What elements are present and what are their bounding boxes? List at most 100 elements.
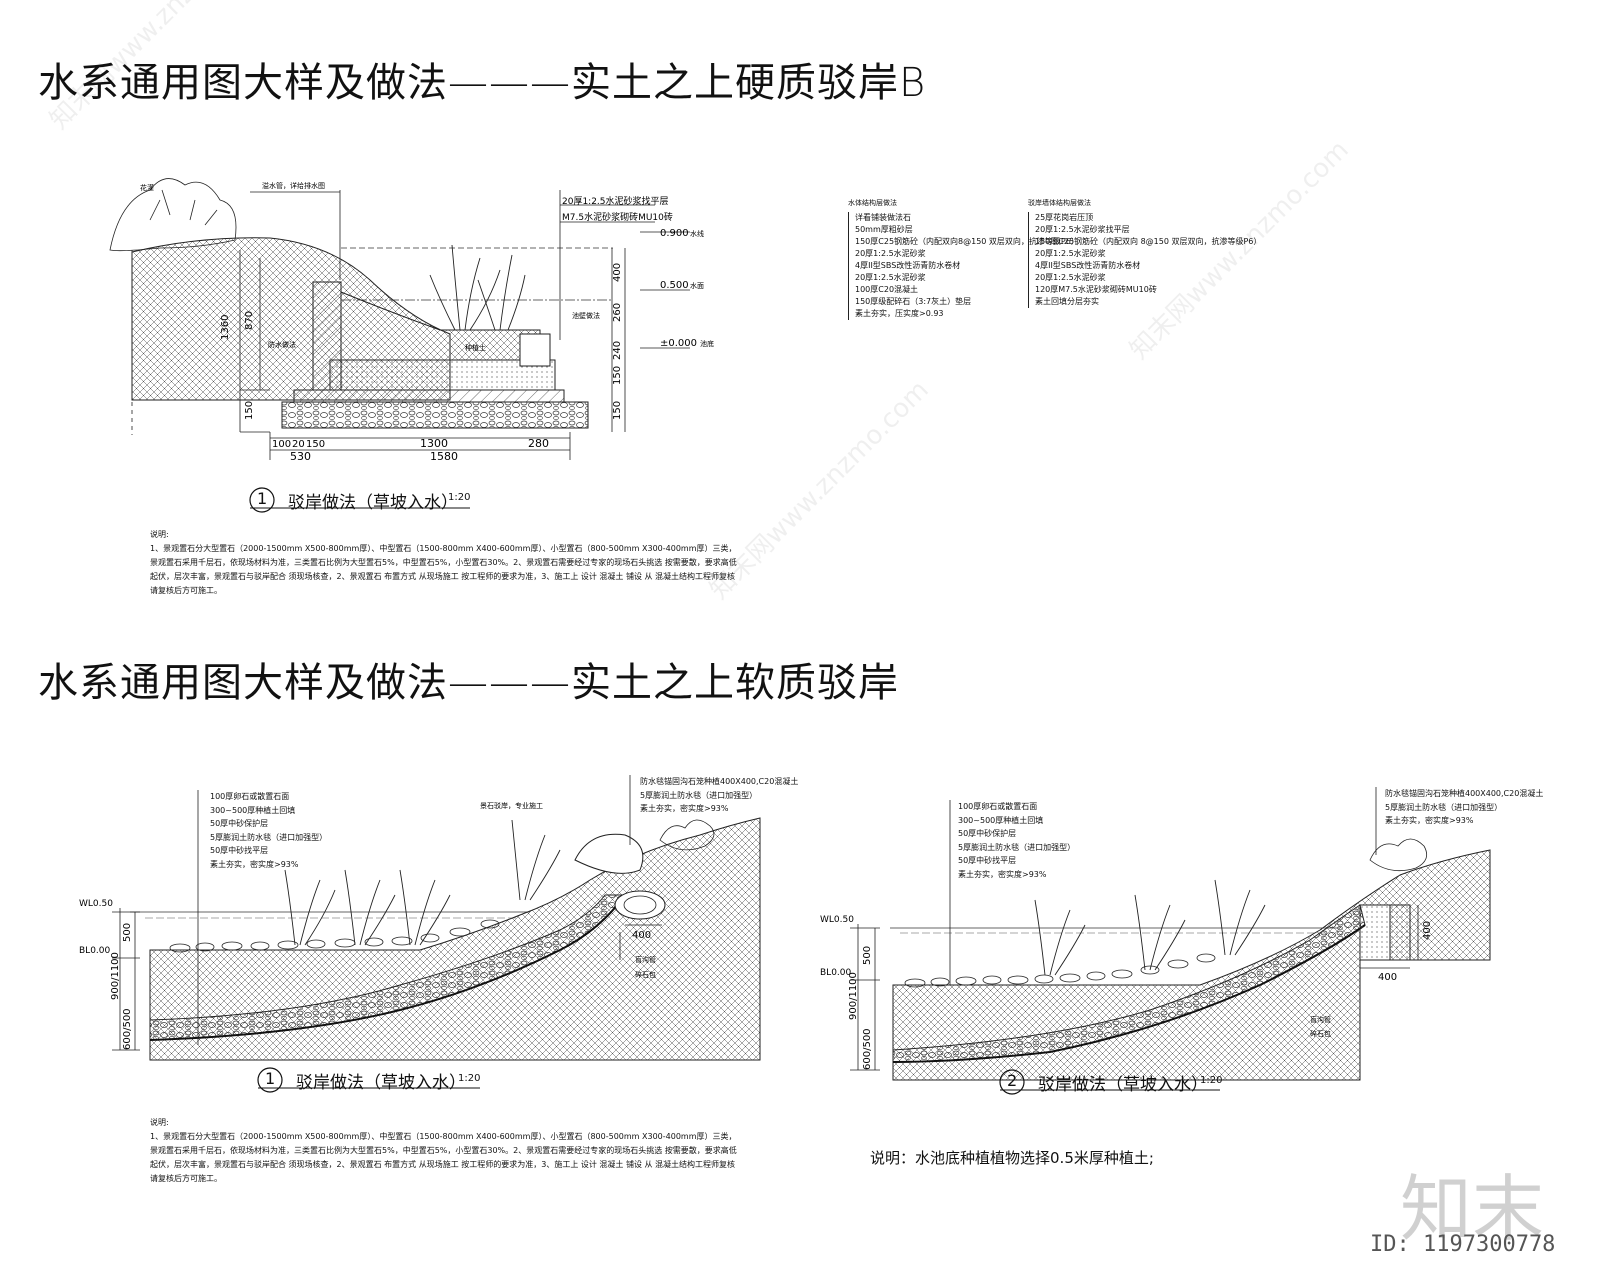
b-caption1-num: 1 [265,1069,276,1088]
b-dim-900: 900/1100 [110,952,121,1000]
b2-pipe-label-1: 盲沟管 [1310,1015,1331,1024]
a-right-dim-2: 260 [612,303,623,322]
a-legend-left-item: 4厚II型SBS改性沥青防水卷材 [855,261,961,270]
a-bot-sum-2: 1580 [430,450,458,463]
b-layers-right: 防水毯锚固沟石笼种植400X400,C20混凝土 5厚膨润土防水毯（进口加强型） 素… [640,775,798,816]
b-wl: WL0.50 [79,899,113,909]
a-bot-sum-1: 530 [290,450,311,463]
a-note-r1: 20厚1:2.5水泥砂浆找平层 [562,195,669,207]
b2-layer-left-item: 100厚卵石或散置石面 [958,802,1038,811]
a-legend-left-item: 详看铺装做法石 [855,213,911,222]
watermark-id: ID: 1197300778 [1370,1232,1556,1257]
a-left-dim-1: 1360 [220,315,231,340]
a-leader-1: 水线 [690,229,704,238]
b2-dim-900: 900/1100 [848,972,859,1020]
a-legend-right-item: 20厚1:2.5水泥砂浆 [1035,273,1106,282]
a-leader-2: 水面 [690,281,704,290]
a-scale: 1:20 [448,492,471,503]
a-legend-left-item: 20厚1:2.5水泥砂浆 [855,273,926,282]
b-scale-2: 1:20 [1200,1075,1223,1086]
section-a-title: 水系通用图大样及做法———实土之上硬质驳岸B [38,60,927,106]
b-layer-right-item: 素土夯实，密实度>93% [640,804,729,813]
a-legend-right-item: 4厚II型SBS改性沥青防水卷材 [1035,261,1141,270]
a-leader-3: 池底 [700,339,714,348]
b2-dim-400b: 400 [1422,921,1433,940]
a-legend-right-item: 150厚C25钢筋砼（内配双向 8@150 双层双向，抗渗等级P6） [1035,237,1262,246]
b-layer-left-item: 素土夯实，密实度>93% [210,859,299,869]
b-scale-1: 1:20 [458,1073,481,1084]
b2-layers-left: 100厚卵石或散置石面 300~500厚种植土回填 50厚中砂保护层 5厚膨润土防水毯… [958,800,1075,881]
a-note-r2: M7.5水泥砂浆砌砖MU10砖 [562,211,673,223]
b2-layer-left-item: 50厚中砂找平层 [958,856,1017,865]
b-layer-right-item: 5厚膨润土防水毯（进口加强型） [640,790,758,800]
a-legend-left-item: 100厚C20混凝土 [855,285,919,294]
b2-layer-right-item: 防水毯锚固沟石笼种植400X400,C20混凝土 [1385,789,1544,798]
b-note2: 说明：水池底种植植物选择0.5米厚种植土; [870,1149,1154,1167]
a-legend-right: 25厚花岗岩压顶 20厚1:2.5水泥砂浆找平层 150厚C25钢筋砼（内配双向 8… [1028,212,1262,308]
b-layer-left-item: 100厚卵石或散置石面 [210,792,290,801]
b-caption2: 驳岸做法（草坡入水） [1038,1075,1208,1095]
b-layer-left-item: 5厚膨润土防水毯（进口加强型） [210,832,328,842]
watermark-brand: 知末 [1400,1167,1545,1251]
b-pipe-label-1: 盲沟管 [635,955,656,964]
b-note: 1、景观置石分大型置石（2000-1500mm X500-800mm厚）、中型置… [150,1132,737,1183]
a-legend-right-item: 20厚1:2.5水泥砂浆 [1035,249,1106,258]
a-inner-2: 种植土 [465,343,486,352]
a-caption: 驳岸做法（草坡入水） [288,493,458,513]
b-dim-400: 400 [632,930,651,941]
b2-layer-right-item: 5厚膨润土防水毯（进口加强型） [1385,802,1503,812]
a-legend-left-item: 20厚1:2.5水泥砂浆 [855,249,926,258]
b2-dim-400: 400 [1378,972,1397,983]
b-caption1: 驳岸做法（草坡入水） [296,1073,466,1093]
b2-layer-left-item: 300~500厚种植土回填 [958,815,1044,825]
a-bot-4: 1300 [420,437,448,450]
b2-dim-600: 600/500 [862,1028,873,1070]
b-caption2-num: 2 [1007,1071,1018,1090]
a-bot-2: 20 [292,439,305,450]
a-legend-right-item: 素土回填分层夯实 [1035,297,1099,306]
a-bot-5: 280 [528,437,549,450]
b2-layer-left-item: 5厚膨润土防水毯（进口加强型） [958,842,1076,852]
b2-layer-left-item: 50厚中砂保护层 [958,829,1017,838]
b2-layer-right-item: 素土夯实，密实度>93% [1385,816,1474,825]
b-layer-left-item: 300~500厚种植土回填 [210,805,296,815]
a-legend-left-item: 50mm厚粗砂层 [855,225,913,234]
a-note-head: 说明: [150,530,169,539]
b-layer-left-item: 50厚中砂找平层 [210,846,269,855]
b-dim-500: 500 [122,923,133,942]
a-right-dim-3: 240 [612,341,623,360]
a-water-low: 0.500 [660,280,689,291]
a-water-high: 0.900 [660,228,689,239]
b2-dim-500: 500 [862,946,873,965]
a-note: 1、景观置石分大型置石（2000-1500mm X500-800mm厚）、中型置… [150,544,737,595]
b2-layers-right: 防水毯锚固沟石笼种植400X400,C20混凝土 5厚膨润土防水毯（进口加强型） 素… [1385,787,1543,828]
a-right-dim-1: 400 [612,263,623,282]
a-left-dim-2: 870 [244,311,255,330]
a-legend-right-head: 驳岸墙体结构层做法 [1028,199,1091,207]
b-stone-label: 景石驳岸，专业施工 [480,801,543,810]
a-plant: 花灌 [140,183,154,192]
b-pipe-label-2: 碎石包 [635,970,656,979]
section-b-title: 水系通用图大样及做法———实土之上软质驳岸 [38,660,899,706]
b-layer-right-item: 防水毯锚固沟石笼种植400X400,C20混凝土 [640,777,799,786]
b-note-head: 说明: [150,1118,169,1127]
a-pipe: 溢水管，详给排水图 [262,181,325,190]
a-base: ±0.000 [660,338,697,349]
b-bl: BL0.00 [79,946,111,956]
a-legend-right-item: 25厚花岗岩压顶 [1035,213,1094,222]
a-right-dim-4: 150 [612,366,623,385]
a-inner-3: 池壁做法 [572,311,600,320]
b2-bl: BL0.00 [820,968,852,978]
a-bot-1: 100 [272,439,291,450]
b2-pipe-label-2: 碎石包 [1310,1029,1331,1038]
a-right-dim-5: 150 [612,401,623,420]
b-dim-600: 600/500 [122,1008,133,1050]
a-legend-left-item: 素土夯实，压实度>0.93 [855,309,944,318]
b2-wl: WL0.50 [820,915,854,925]
a-legend-left-item: 150厚级配碎石（3:7灰土）垫层 [855,297,972,306]
a-legend-left-item: 150厚C25钢筋砼（内配双向8@150 双层双向，抗渗等级P6） [855,237,1079,246]
a-inner-1: 防水做法 [268,340,296,349]
a-legend-left: 详看铺装做法石 50mm厚粗砂层 150厚C25钢筋砼（内配双向8@150 双层双向… [848,212,1079,320]
a-legend-right-item: 20厚1:2.5水泥砂浆找平层 [1035,225,1130,234]
